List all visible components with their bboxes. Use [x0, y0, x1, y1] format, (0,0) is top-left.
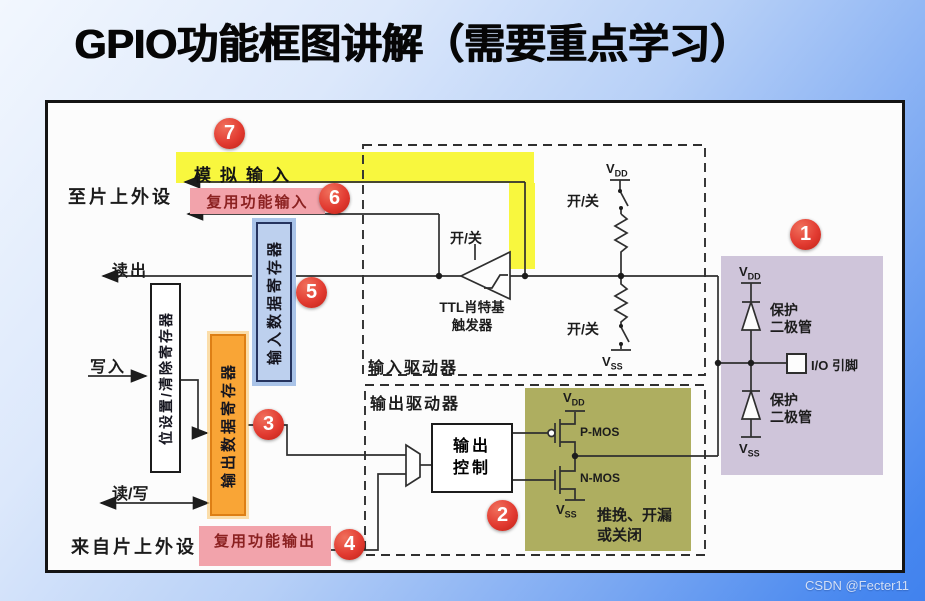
analog-input-label: 模拟输入 — [194, 166, 298, 185]
output-control-box: 输出 控制 — [431, 423, 513, 493]
badge-3: 3 — [253, 409, 284, 440]
schmitt-label: TTL肖特基 触发器 — [429, 299, 515, 335]
output-data-label: 输出数据寄存器 — [220, 361, 238, 489]
input-data-register: 输入数据寄存器 — [252, 218, 296, 386]
pmos-bubble — [547, 428, 556, 438]
badge-2: 2 — [487, 500, 518, 531]
write-in-label: 写入 — [90, 359, 127, 376]
badge-1: 1 — [790, 219, 821, 250]
protection-diode-label-top: 保护 二极管 — [770, 302, 812, 336]
analog-path-highlight-h — [176, 152, 534, 183]
output-control-line2: 控制 — [452, 460, 491, 477]
output-control-line1: 输出 — [452, 438, 491, 455]
page-title: GPIO功能框图讲解（需要重点学习） — [74, 21, 751, 67]
schmitt-label-line2: 触发器 — [451, 318, 493, 333]
pullup-switch — [619, 190, 629, 207]
input-driver-label: 输入驱动器 — [368, 360, 459, 377]
input-data-label: 输入数据寄存器 — [266, 238, 284, 366]
af-output-label: 复用功能输出 — [213, 533, 316, 550]
protect-top-line2: 二极管 — [770, 319, 812, 335]
read-out-label: 读出 — [112, 263, 149, 280]
output-driver-label: 输出驱动器 — [370, 396, 461, 413]
pmos-symbol — [554, 410, 585, 456]
badge-5: 5 — [296, 277, 327, 308]
af-output-bar: 复用功能输出 — [199, 526, 331, 566]
io-pin-label: I/O 引脚 — [811, 358, 858, 373]
protect-top-line1: 保护 — [770, 302, 798, 318]
protection-diode-label-bottom: 保护 二极管 — [770, 392, 812, 426]
vss-label-protection: VSS — [739, 441, 760, 459]
badge-7: 7 — [214, 118, 245, 149]
mos-stage-highlight — [525, 388, 691, 551]
schmitt-label-line1: TTL肖特基 — [439, 300, 505, 315]
input-driver-box — [362, 144, 706, 376]
badge-6: 6 — [319, 183, 350, 214]
onoff-label-pulldown: 开/关 — [567, 321, 599, 337]
vdd-label-protection: VDD — [739, 264, 761, 282]
af-input-bar: 复用功能输入 — [190, 188, 325, 214]
output-driver-box — [364, 384, 706, 556]
pulldown-switch — [620, 326, 630, 343]
nmos-label: N-MOS — [580, 471, 620, 485]
from-peripheral-label: 来自片上外设 — [71, 537, 197, 557]
protection-diode-top — [740, 299, 762, 331]
diagram-panel: 复用功能输入 复用功能输出 位设置/清除寄存器 输入数据寄存器 输出数据寄存器 … — [45, 100, 905, 573]
vdd-label-output: VDD — [563, 390, 585, 408]
af-input-label: 复用功能输入 — [206, 193, 309, 211]
mode-label: 推挽、开漏 或关闭 — [597, 506, 672, 546]
pmos-label: P-MOS — [580, 425, 620, 439]
vdd-label-input: VDD — [606, 161, 628, 179]
read-write-label: 读/写 — [112, 486, 149, 503]
highlight-layer — [48, 103, 908, 576]
io-pin-symbol — [786, 353, 807, 374]
nmos-symbol — [554, 456, 585, 501]
bit-set-clear-register: 位设置/清除寄存器 — [150, 283, 181, 473]
output-data-register: 输出数据寄存器 — [210, 334, 246, 516]
pullup-resistor — [613, 213, 629, 276]
analog-path-highlight-v — [509, 183, 535, 269]
protection-diode-bottom — [740, 388, 762, 420]
protect-bottom-line1: 保护 — [770, 392, 798, 408]
mode-label-line2: 或关闭 — [597, 527, 643, 544]
to-peripheral-label: 至片上外设 — [68, 187, 173, 207]
vss-label-output: VSS — [556, 502, 577, 520]
mux-symbol — [405, 443, 421, 488]
bit-set-clear-label: 位设置/清除寄存器 — [157, 311, 174, 445]
watermark: CSDN @Fecter11 — [805, 578, 909, 593]
hysteresis-glyph — [484, 274, 508, 289]
input-data-register-inner: 输入数据寄存器 — [256, 222, 292, 382]
vss-label-input: VSS — [602, 354, 623, 372]
mode-label-line1: 推挽、开漏 — [597, 507, 673, 524]
onoff-label-trigger: 开/关 — [450, 230, 482, 246]
pulldown-resistor — [613, 276, 629, 325]
setclear-to-odr-wire — [181, 379, 209, 440]
protect-bottom-line2: 二极管 — [770, 409, 812, 425]
badge-4: 4 — [334, 529, 365, 560]
onoff-label-pullup: 开/关 — [567, 193, 599, 209]
junction-dots — [435, 189, 755, 460]
